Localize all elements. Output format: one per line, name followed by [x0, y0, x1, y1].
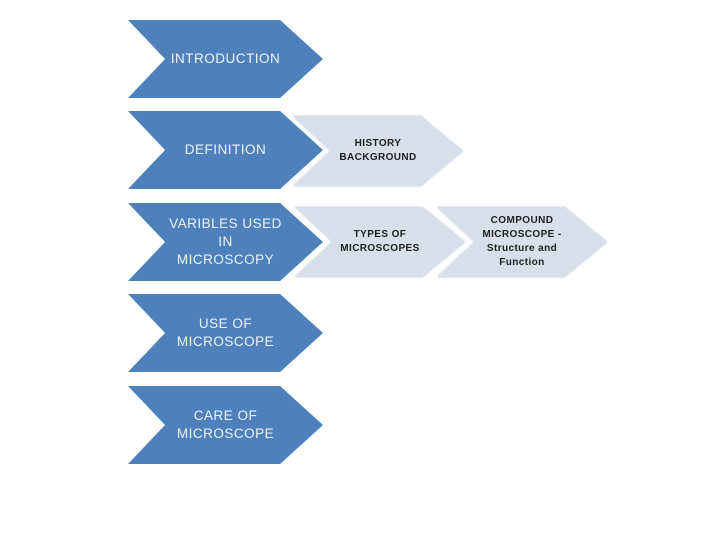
flow-step-use-of-microscope: USE OF MICROSCOPE: [128, 294, 323, 372]
flow-substep-label: HISTORY BACKGROUND: [339, 138, 417, 163]
flow-substep-types-of-microscopes: TYPES OF MICROSCOPES: [295, 207, 465, 277]
chevron-shape: COMPOUND MICROSCOPE - Structure and Func…: [437, 207, 607, 277]
flow-step-label: VARIBLES USED IN MICROSCOPY: [169, 216, 282, 267]
flow-step-label: DEFINITION: [184, 142, 267, 158]
flow-step-variables-used: VARIBLES USED IN MICROSCOPY: [128, 203, 323, 281]
flow-substep-history-background: HISTORY BACKGROUND: [293, 116, 463, 186]
flow-step-care-of-microscope: CARE OF MICROSCOPE: [128, 386, 323, 464]
chevron-shape: HISTORY BACKGROUND: [293, 116, 463, 186]
flow-step-label: CARE OF MICROSCOPE: [176, 408, 275, 441]
flow-substep-compound-microscope: COMPOUND MICROSCOPE - Structure and Func…: [437, 207, 607, 277]
flow-step-label: USE OF MICROSCOPE: [176, 316, 275, 349]
flow-substep-label: COMPOUND MICROSCOPE - Structure and Func…: [482, 215, 562, 268]
flow-step-introduction: INTRODUCTION: [128, 20, 323, 98]
flow-substep-label: TYPES OF MICROSCOPES: [340, 229, 420, 254]
flow-step-label: INTRODUCTION: [170, 51, 281, 67]
